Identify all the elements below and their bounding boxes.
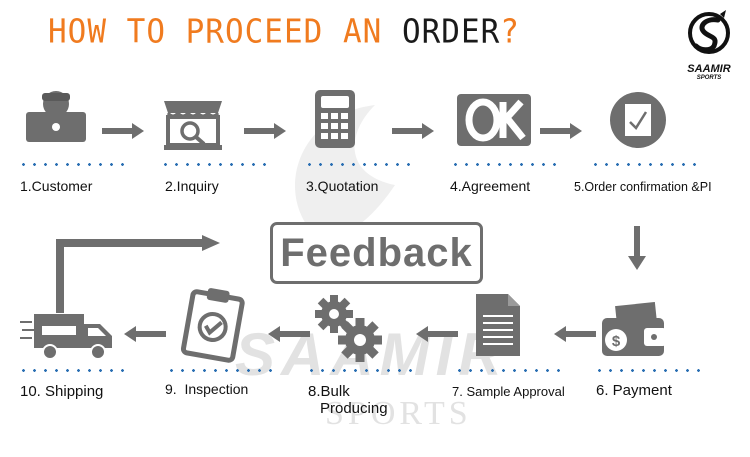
customer-laptop-icon [26, 91, 86, 142]
wallet-cash-icon: $ [602, 302, 666, 356]
dotted-separator [18, 369, 126, 372]
arrow-left-icon [124, 326, 166, 342]
dotted-separator [450, 163, 558, 166]
logo-sub: SPORTS [696, 75, 722, 81]
document-check-icon [610, 92, 666, 148]
saamir-logo-icon [688, 10, 730, 54]
step-label-customer: 1.Customer [20, 178, 93, 194]
arrow-down-icon [628, 226, 646, 270]
document-lines-icon [476, 294, 520, 356]
step-label-quotation: 3.Quotation [306, 178, 379, 194]
dotted-separator [160, 163, 268, 166]
step-label-producing: Producing [320, 400, 388, 417]
watermark-sub: SPORTS [325, 395, 472, 432]
dotted-separator [594, 369, 702, 372]
step-label-shipping: 10. Shipping [20, 383, 104, 400]
step-label-inspection: 9. Inspection [165, 381, 249, 397]
step-label-inquiry: 2.Inquiry [165, 178, 219, 194]
step-label-order-confirmation: 5.Order confirmation &PI [574, 180, 712, 194]
feedback-box: Feedback [270, 222, 483, 284]
arrow-left-icon [554, 326, 596, 342]
delivery-truck-icon [20, 314, 112, 360]
step-label-payment: 6. Payment [596, 382, 672, 399]
arrow-left-icon [268, 326, 310, 342]
svg-text:$: $ [612, 333, 621, 350]
clipboard-check-icon [180, 288, 245, 363]
shop-search-icon [164, 101, 222, 150]
brand-logo: SAAMIR SPORTS [680, 8, 738, 81]
step-label-agreement: 4.Agreement [450, 178, 531, 194]
arrow-right-icon [392, 123, 434, 139]
arrow-right-icon [540, 123, 582, 139]
dotted-separator [590, 163, 698, 166]
arrow-right-icon [244, 123, 286, 139]
dotted-separator [304, 163, 412, 166]
calculator-icon [315, 90, 355, 148]
feedback-label: Feedback [280, 231, 473, 275]
dotted-separator [166, 369, 274, 372]
gears-icon [315, 295, 382, 362]
page-title: HOW TO PROCEED AN ORDER? [48, 13, 520, 51]
step-label-bulk: 8.Bulk [308, 383, 350, 400]
arrow-left-icon [416, 326, 458, 342]
logo-name: SAAMIR [687, 63, 731, 75]
dotted-separator [454, 369, 562, 372]
arrow-right-icon [102, 123, 144, 139]
feedback-loop-arrow [56, 235, 220, 313]
dotted-separator [18, 163, 126, 166]
step-label-sample-approval: 7. Sample Approval [452, 384, 565, 399]
ok-sign-icon [457, 94, 531, 146]
dotted-separator [306, 369, 414, 372]
